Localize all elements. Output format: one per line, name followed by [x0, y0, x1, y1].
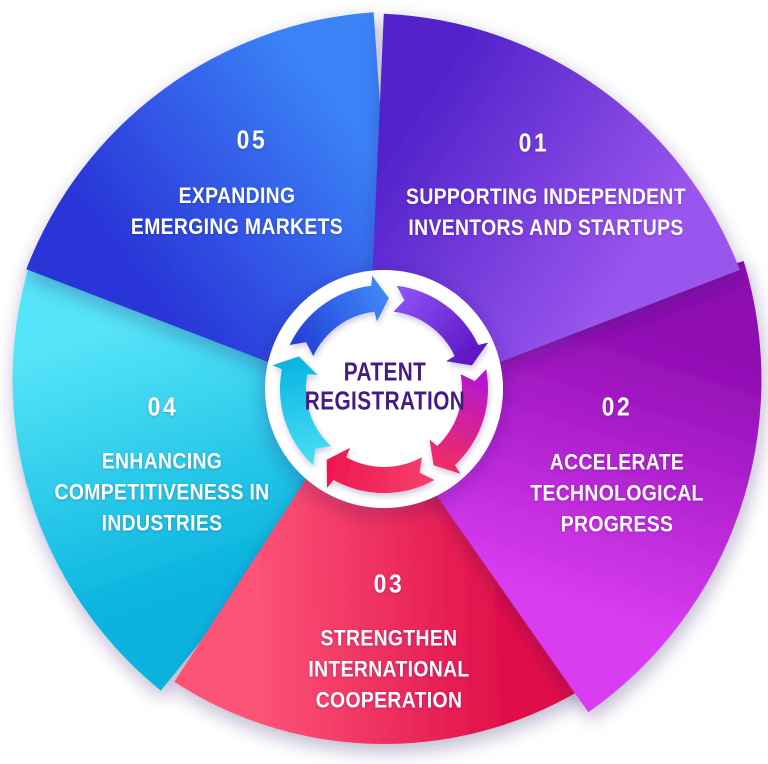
- cycle-arrow-red-icon: [326, 447, 435, 494]
- segment-03-label-line-2: INTERNATIONAL: [308, 656, 470, 682]
- segment-01-number: 01: [518, 127, 550, 158]
- segment-05-number: 05: [236, 124, 268, 155]
- segment-03-label: STRENGTHEN INTERNATIONAL COOPERATION: [308, 623, 469, 716]
- segment-04-number: 04: [147, 391, 179, 422]
- segment-02-label-line-2: TECHNOLOGICAL: [530, 480, 704, 506]
- segment-01-label: SUPPORTING INDEPENDENT INVENTORS AND STA…: [406, 181, 686, 243]
- segment-05-label-line-2: EMERGING MARKETS: [130, 214, 344, 239]
- segment-04-label: ENHANCING COMPETITIVENESS IN INDUSTRIES: [54, 446, 269, 539]
- segment-04-label-line-1: ENHANCING: [101, 448, 223, 474]
- segment-04-label-line-2: COMPETITIVENESS IN: [54, 479, 270, 505]
- cycle-arrow-purple-icon: [393, 285, 489, 366]
- hub-title-line-2: REGISTRATION: [304, 385, 466, 415]
- segment-05-label: EXPANDING EMERGING MARKETS: [131, 180, 343, 242]
- segment-02-number: 02: [601, 391, 633, 422]
- segment-03-label-line-1: STRENGTHEN: [320, 625, 458, 651]
- segment-04-label-line-3: INDUSTRIES: [101, 510, 223, 536]
- segment-03-number: 03: [373, 568, 405, 599]
- cycle-arrows-icon: [272, 275, 489, 494]
- segment-02-label-line-1: ACCELERATE: [549, 449, 685, 475]
- cycle-arrow-magenta-icon: [429, 369, 489, 474]
- sector-03-strengthen-cooperation: [174, 359, 594, 745]
- hub-title-line-1: PATENT: [343, 356, 427, 387]
- segment-03-label-line-3: COOPERATION: [315, 687, 463, 713]
- cycle-arrow-blue-icon: [289, 275, 389, 356]
- hub-title: PATENT REGISTRATION: [304, 356, 466, 415]
- segment-05-label-line-1: EXPANDING: [178, 183, 296, 208]
- segment-02-label-line-3: PROGRESS: [560, 511, 674, 537]
- segment-01-label-line-1: SUPPORTING INDEPENDENT: [406, 184, 686, 209]
- segment-01-label-line-2: INVENTORS AND STARTUPS: [408, 215, 684, 240]
- cycle-arrow-cyan-icon: [272, 356, 331, 466]
- segment-02-label: ACCELERATE TECHNOLOGICAL PROGRESS: [530, 447, 703, 540]
